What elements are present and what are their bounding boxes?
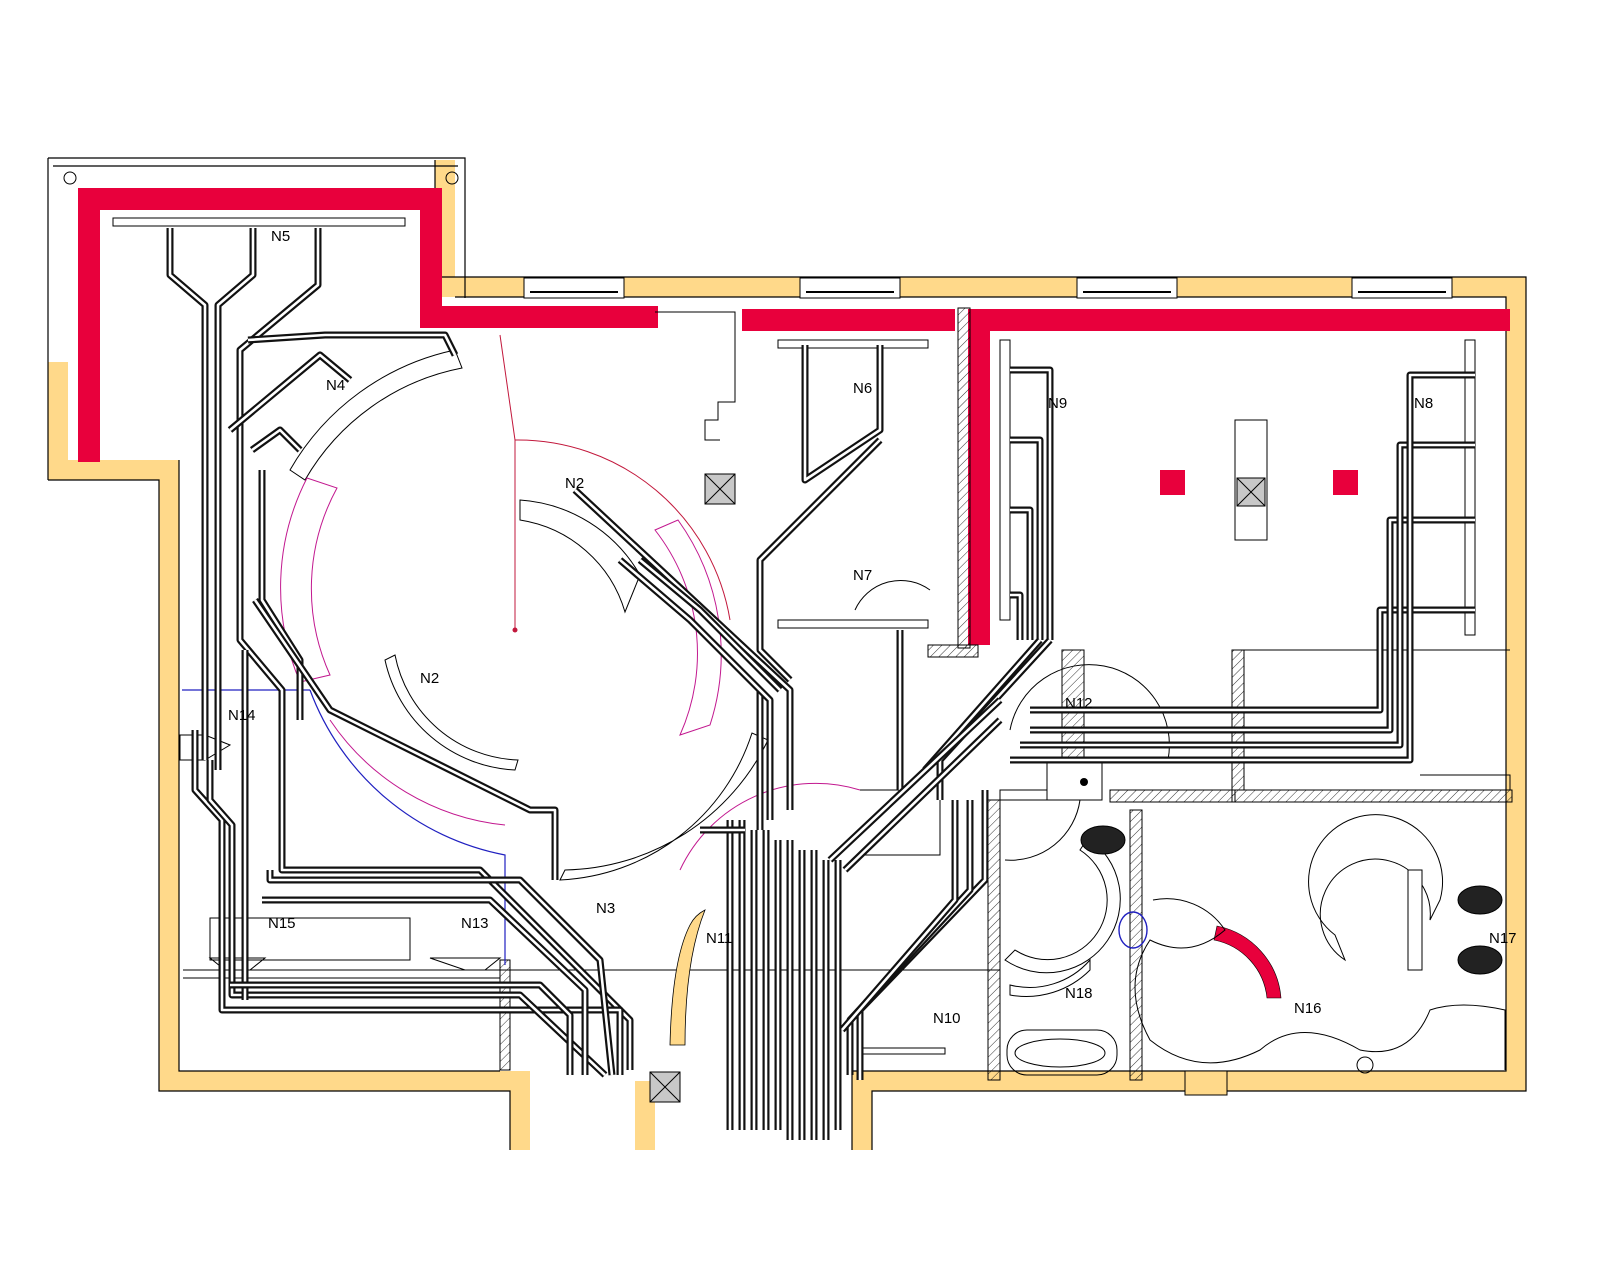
pipe-run (252, 598, 559, 880)
pipe-run-inner (1010, 368, 1052, 640)
room-label-n14: N14 (228, 707, 256, 724)
pipe-run-inner (1010, 438, 1042, 640)
room-label-n12: N12 (1065, 695, 1093, 712)
pipe-run (1010, 591, 1024, 640)
heating-pipes (166, 228, 1475, 1140)
room-label-n5: N5 (271, 228, 290, 245)
pipe-run-inner (1030, 518, 1475, 732)
pipe-run-inner (1010, 593, 1022, 640)
furniture-outlines (179, 334, 1506, 1076)
pipe-run-inner (216, 228, 255, 770)
pipe-run-inner (844, 719, 1001, 871)
pipe-run-inner (829, 699, 1001, 861)
room-label-n9: N9 (1048, 395, 1067, 412)
room-label-n3: N3 (596, 900, 615, 917)
pipe-run-inner (168, 228, 207, 760)
pipe-run-inner (262, 898, 587, 1075)
room-label-n17: N17 (1489, 930, 1517, 947)
pipe-run-inner (260, 470, 302, 720)
pipe-run (1010, 436, 1044, 640)
pipe-run-inner (758, 439, 881, 681)
room-label-n2-upper: N2 (565, 475, 584, 492)
heating-walls (78, 188, 1510, 999)
room-label-n18: N18 (1065, 985, 1093, 1002)
room-label-n11: N11 (706, 930, 732, 947)
pipe-run (756, 437, 883, 683)
pipe-run-inner (238, 228, 632, 1070)
pipe-run-inner (247, 333, 457, 356)
pipe-run-inner (208, 760, 606, 1076)
pipe-run-inner (253, 599, 557, 880)
pipe-run-inner (1010, 508, 1032, 640)
room-label-n8: N8 (1414, 395, 1433, 412)
room-label-n16: N16 (1294, 1000, 1322, 1017)
room-labels: N5 N4 N2 N2 N6 N7 N9 N8 N12 N14 N15 N13 … (228, 228, 1517, 1027)
pipe-run-inner (1030, 608, 1475, 712)
room-label-n15: N15 (268, 915, 296, 932)
pipe-run-inner (1020, 443, 1475, 747)
room-label-n10: N10 (933, 1010, 961, 1027)
room-label-n6: N6 (853, 380, 872, 397)
pipe-run-inner (230, 983, 572, 1075)
room-label-n7: N7 (853, 567, 872, 584)
pipe-run-inner (639, 559, 781, 691)
pipe-run-inner (803, 345, 882, 482)
pipe-run-inner (841, 800, 957, 1031)
room-label-n2-lower: N2 (420, 670, 439, 687)
pipe-run-inner (1010, 373, 1475, 762)
pipe-run-inner (619, 559, 772, 820)
pipe-run-inner (229, 353, 351, 431)
pipe-run (801, 345, 884, 484)
pipe-run-inner (268, 870, 614, 1076)
pipe-run-inner (574, 489, 792, 810)
room-label-n13: N13 (461, 915, 489, 932)
room-label-n4: N4 (326, 377, 345, 394)
pipe-run-inner (193, 730, 622, 1075)
pipe-run-inner (251, 428, 301, 452)
